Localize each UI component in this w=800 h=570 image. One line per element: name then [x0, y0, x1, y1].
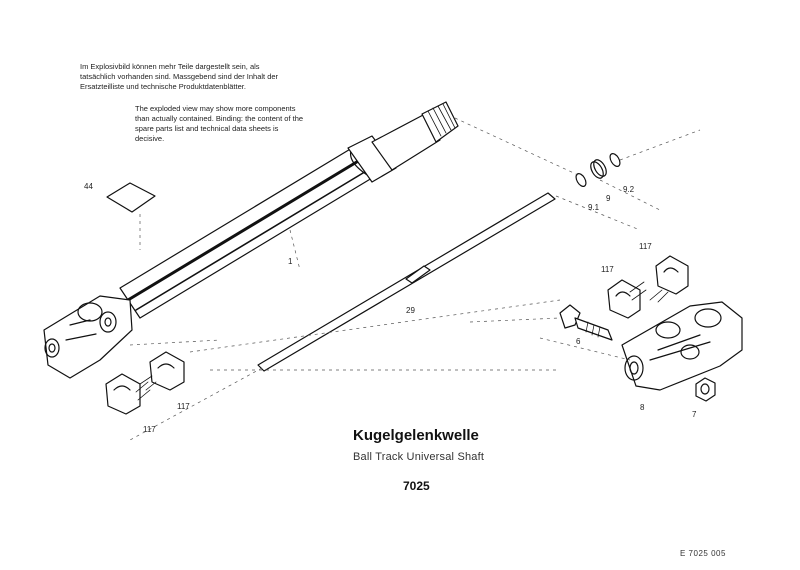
callout-29: 29 — [406, 306, 415, 315]
part-44-plate — [106, 182, 156, 213]
drawing-title: Kugelgelenkwelle — [353, 427, 479, 444]
callout-117-right-upper: 117 — [639, 242, 652, 251]
callout-44: 44 — [84, 182, 93, 191]
drawing-subtitle: Ball Track Universal Shaft — [353, 451, 485, 463]
part-29-rod — [257, 192, 556, 372]
callout-9-1: 9.1 — [588, 203, 600, 212]
callout-117-left-upper: 117 — [177, 402, 190, 411]
part-117-clamp-left-lower — [105, 373, 141, 415]
part-117-clamp-right-upper — [655, 255, 689, 295]
callout-8: 8 — [640, 403, 645, 412]
part-117-clamp-left-upper — [149, 351, 185, 391]
part-7-nut — [695, 377, 716, 402]
callout-117-left-lower: 117 — [143, 425, 156, 434]
part-9-ring — [590, 161, 604, 179]
callout-9-2: 9.2 — [623, 185, 635, 194]
callout-9: 9 — [606, 194, 611, 203]
part-117-clamp-right-lower — [607, 279, 641, 319]
document-reference: E 7025 005 — [680, 549, 726, 558]
german-note: Im Explosivbild können mehr Teile darges… — [80, 62, 279, 91]
part-1-tube — [119, 147, 373, 319]
left-joint-yoke — [43, 295, 133, 379]
callout-117-right-lower: 117 — [601, 265, 614, 274]
callout-1: 1 — [288, 257, 293, 266]
part-9-1-ring — [575, 173, 587, 187]
part-number: 7025 — [403, 479, 430, 493]
part-8-right-yoke — [621, 301, 743, 391]
callout-6: 6 — [576, 337, 581, 346]
english-note: The exploded view may show more componen… — [135, 104, 304, 143]
part-9-2-ring — [609, 153, 621, 167]
callout-7: 7 — [692, 410, 697, 419]
